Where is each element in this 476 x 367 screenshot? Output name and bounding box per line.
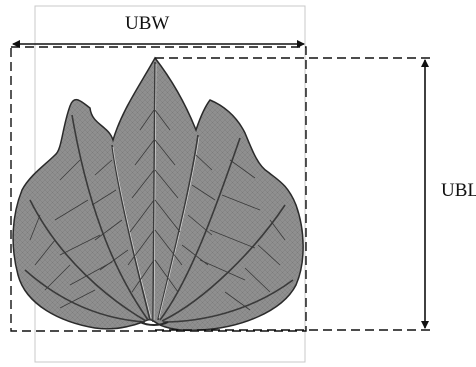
width-label: UBW [125, 14, 169, 33]
length-label: UBL [441, 181, 476, 200]
